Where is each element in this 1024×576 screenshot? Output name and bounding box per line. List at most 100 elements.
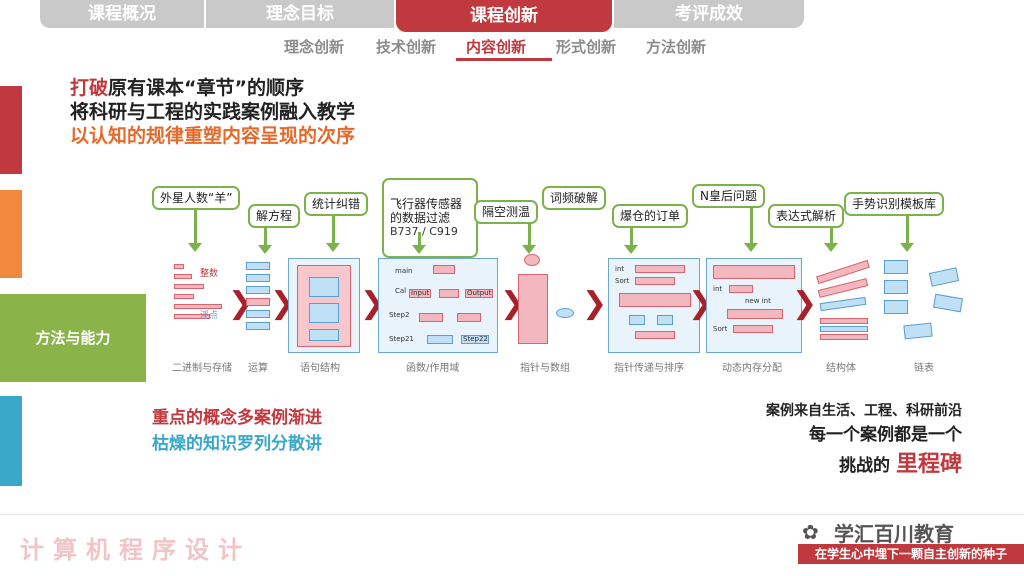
course-title-watermark: 计算机程序设计 bbox=[20, 536, 251, 564]
panel-function-scope: main Cal Step2 Step21 Input Output Step2… bbox=[378, 258, 498, 353]
caption-dynamic-memory: 动态内存分配 bbox=[722, 363, 782, 374]
caption-pointer-array: 指针与数组 bbox=[520, 363, 570, 374]
label-sort: Sort bbox=[615, 277, 630, 285]
binary-bit-block bbox=[174, 274, 192, 279]
panel-pointer-array bbox=[518, 254, 574, 354]
arrow-down-9 bbox=[900, 214, 914, 252]
label-sort-dyn: Sort bbox=[713, 325, 728, 333]
topic-flight-sensor-filter[interactable]: 飞行器传感器 的数据过滤 B737 / C919 bbox=[382, 178, 478, 258]
milestone-prefix: 挑战的 bbox=[839, 456, 891, 476]
list-node bbox=[932, 293, 964, 313]
arrow-down-7 bbox=[744, 206, 758, 252]
headline-line-1: 打破原有课本“章节”的顺序 bbox=[70, 76, 355, 100]
panel-binary-storage: 整数 浮点 bbox=[170, 260, 228, 344]
statement-inner-block bbox=[309, 303, 339, 323]
label-step22: Step22 bbox=[463, 335, 488, 343]
tab-course-overview[interactable]: 课程概况 bbox=[40, 0, 204, 28]
call-node-input bbox=[409, 289, 431, 298]
call-node-main bbox=[433, 265, 455, 274]
label-new-int: new int bbox=[745, 297, 771, 305]
topic-solve-equation[interactable]: 解方程 bbox=[248, 204, 301, 228]
op-block bbox=[246, 322, 270, 330]
headline-keyword: 打破 bbox=[70, 77, 109, 99]
list-node bbox=[884, 260, 908, 274]
brand-name: 学汇百川教育 bbox=[834, 522, 954, 546]
binary-bit-block bbox=[174, 284, 204, 289]
subtab-method-innovation[interactable]: 方法创新 bbox=[646, 38, 707, 56]
caption-operations: 运算 bbox=[248, 363, 268, 374]
boring-knowledge-text: 枯燥的知识罗列分散讲 bbox=[152, 434, 322, 454]
pointer-node bbox=[524, 254, 540, 266]
binary-bit-block bbox=[174, 264, 184, 269]
array-row bbox=[619, 293, 691, 307]
tab-evaluation-results[interactable]: 考评成效 bbox=[614, 0, 804, 28]
caption-statement-structure: 语句结构 bbox=[300, 363, 340, 374]
panel-statement-structure bbox=[288, 258, 360, 353]
subtab-form-innovation[interactable]: 形式创新 bbox=[556, 38, 617, 56]
list-node bbox=[903, 322, 933, 340]
topic-word-frequency[interactable]: 词频破解 bbox=[542, 186, 607, 210]
topic-overflow-orders[interactable]: 爆仓的订单 bbox=[612, 204, 689, 228]
caption-struct: 结构体 bbox=[826, 363, 856, 374]
topic-alien-sheep[interactable]: 外星人数“羊” bbox=[152, 186, 241, 210]
list-node bbox=[884, 280, 908, 294]
headline-line-2: 将科研与工程的实践案例融入教学 bbox=[70, 101, 356, 123]
pointer-target-node bbox=[556, 308, 574, 318]
code-block bbox=[635, 265, 685, 273]
topic-statistics-correction[interactable]: 统计纠错 bbox=[304, 192, 369, 216]
arrow-down-2 bbox=[258, 226, 272, 254]
call-node-output bbox=[465, 289, 493, 298]
label-int: int bbox=[615, 265, 625, 273]
caption-binary-storage: 二进制与存储 bbox=[172, 363, 232, 374]
key-concept-text: 重点的概念多案例渐进 bbox=[152, 408, 322, 428]
caption-linked-list: 链表 bbox=[914, 363, 934, 374]
milestone-keyword: 里程碑 bbox=[895, 452, 962, 477]
op-block bbox=[246, 274, 270, 282]
statement-inner-block bbox=[309, 277, 339, 297]
topic-gesture-template[interactable]: 手势识别模板库 bbox=[844, 192, 945, 216]
arrow-down-4 bbox=[412, 232, 426, 254]
subtab-concept-innovation[interactable]: 理念创新 bbox=[284, 38, 345, 56]
tab-course-innovation[interactable]: 课程创新 bbox=[396, 0, 612, 32]
topic-flight-sensor-label: 飞行器传感器 的数据过滤 bbox=[390, 197, 463, 225]
tab-philosophy-goals[interactable]: 理念目标 bbox=[206, 0, 394, 28]
chevron-right-icon: ❯ bbox=[582, 286, 608, 321]
arrow-down-5 bbox=[522, 222, 536, 254]
sidebar-bar-blue[interactable] bbox=[0, 396, 22, 486]
footer-divider bbox=[0, 514, 1024, 515]
label-step21: Step21 bbox=[389, 335, 414, 343]
topic-flight-sensor-models: B737 / C919 bbox=[390, 225, 458, 238]
case-source-text: 案例来自生活、工程、科研前沿 bbox=[766, 403, 962, 419]
sidebar-bar-orange[interactable] bbox=[0, 190, 22, 278]
chevron-right-icon: ❯ bbox=[792, 286, 818, 321]
panel-linked-list bbox=[882, 258, 978, 354]
caption-pointer-sort: 指针传递与排序 bbox=[614, 363, 684, 374]
arrow-down-8 bbox=[824, 226, 838, 252]
case-challenge-text: 每一个案例都是一个 bbox=[809, 425, 962, 445]
label-output: Output bbox=[467, 289, 492, 297]
binary-bit-block bbox=[174, 314, 210, 319]
struct-row bbox=[820, 334, 868, 340]
code-block bbox=[635, 331, 675, 339]
binary-bit-block bbox=[174, 304, 222, 309]
active-subtab-underline bbox=[456, 58, 552, 61]
topic-expression-parsing[interactable]: 表达式解析 bbox=[768, 204, 845, 228]
subtab-content-innovation[interactable]: 内容创新 bbox=[466, 38, 527, 56]
topic-remote-thermometry[interactable]: 隔空测温 bbox=[474, 200, 539, 224]
caption-function-scope: 函数/作用域 bbox=[406, 363, 460, 374]
milestone-text: 挑战的 里程碑 bbox=[839, 446, 962, 478]
code-block bbox=[729, 285, 753, 293]
op-block bbox=[246, 262, 270, 270]
op-block bbox=[246, 298, 270, 306]
arrow-down-3 bbox=[326, 214, 340, 252]
sidebar-bar-methods[interactable] bbox=[0, 294, 146, 382]
subtab-tech-innovation[interactable]: 技术创新 bbox=[376, 38, 437, 56]
label-step2: Step2 bbox=[389, 311, 410, 319]
headline-line-1-rest: 原有课本“章节”的顺序 bbox=[108, 77, 304, 99]
list-node bbox=[884, 300, 908, 314]
arrow-down-1 bbox=[188, 208, 202, 252]
sidebar-bar-red[interactable] bbox=[0, 86, 22, 174]
code-block bbox=[635, 277, 675, 285]
struct-bar bbox=[819, 296, 867, 312]
topic-n-queens[interactable]: N皇后问题 bbox=[692, 184, 765, 208]
